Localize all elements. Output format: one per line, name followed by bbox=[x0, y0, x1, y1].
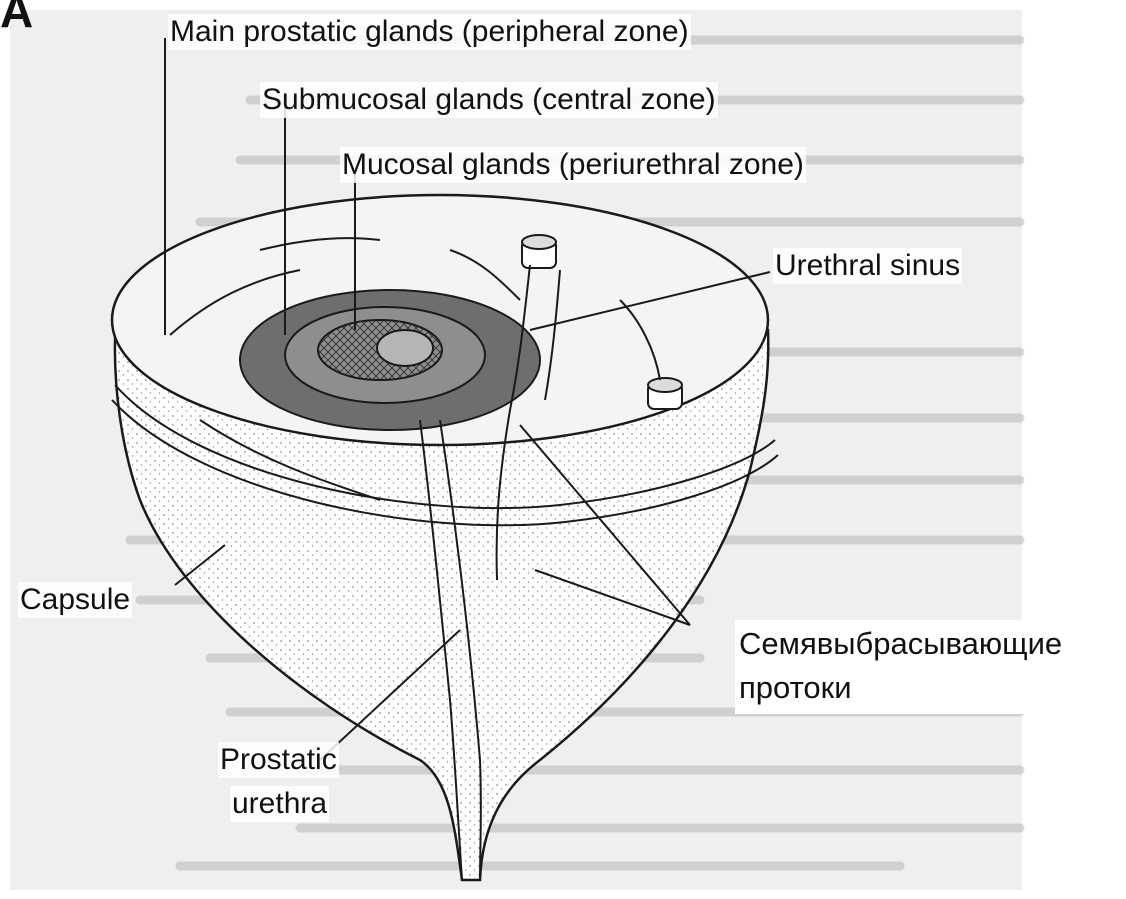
label-urethral-sinus: Urethral sinus bbox=[773, 248, 962, 284]
label-prostatic-urethra-line1: Prostatic bbox=[218, 742, 339, 778]
label-main-glands: Main prostatic glands (peripheral zone) bbox=[168, 14, 691, 50]
urethral-lumen bbox=[377, 330, 433, 366]
annotation-ru-line1: Семявыбрасывающие bbox=[739, 622, 1062, 666]
panel-letter: A bbox=[0, 0, 33, 36]
label-capsule: Capsule bbox=[18, 582, 132, 618]
annotation-ejaculatory-ducts: Семявыбрасывающие протоки bbox=[735, 620, 1072, 714]
label-mucosal-glands: Mucosal glands (periurethral zone) bbox=[340, 147, 806, 183]
label-prostatic-urethra-line2: urethra bbox=[230, 786, 329, 822]
annotation-ru-line2: протоки bbox=[739, 666, 1062, 710]
label-submucosal-glands: Submucosal glands (central zone) bbox=[260, 82, 718, 118]
